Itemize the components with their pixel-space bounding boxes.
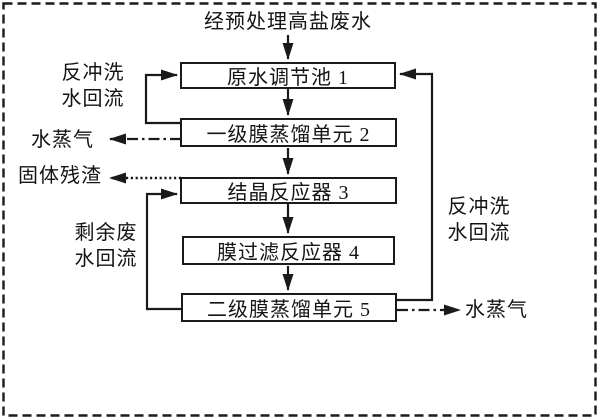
figure-dashed-border — [2, 2, 597, 417]
solid-residue-label: 固体残渣 — [18, 165, 102, 187]
process-box-second-membrane-distillation: 二级膜蒸馏单元 5 — [181, 293, 397, 322]
process-box-first-membrane-distillation: 一级膜蒸馏单元 2 — [180, 118, 397, 147]
left-water-vapor-label: 水蒸气 — [31, 129, 94, 151]
residual-wastewater-reflux-label: 剩余废 水回流 — [74, 222, 138, 270]
connector-backwash-unit2-to-tank1 — [144, 69, 181, 125]
right-water-vapor-label: 水蒸气 — [465, 299, 528, 321]
process-box-raw-water-tank: 原水调节池 1 — [180, 62, 396, 89]
left-backwash-reflux-label: 反冲洗 水回流 — [61, 62, 125, 110]
process-box-membrane-filtration-reactor: 膜过滤反应器 4 — [182, 236, 395, 265]
right-backwash-reflux-label: 反冲洗 水回流 — [447, 196, 511, 244]
connector-residual-unit5-to-reactor3 — [145, 188, 182, 311]
connector-backwash-unit5-to-tank1 — [396, 68, 434, 302]
process-box-crystallization-reactor: 结晶反应器 3 — [180, 177, 397, 204]
feed-label: 经预处理高盐废水 — [204, 11, 372, 33]
